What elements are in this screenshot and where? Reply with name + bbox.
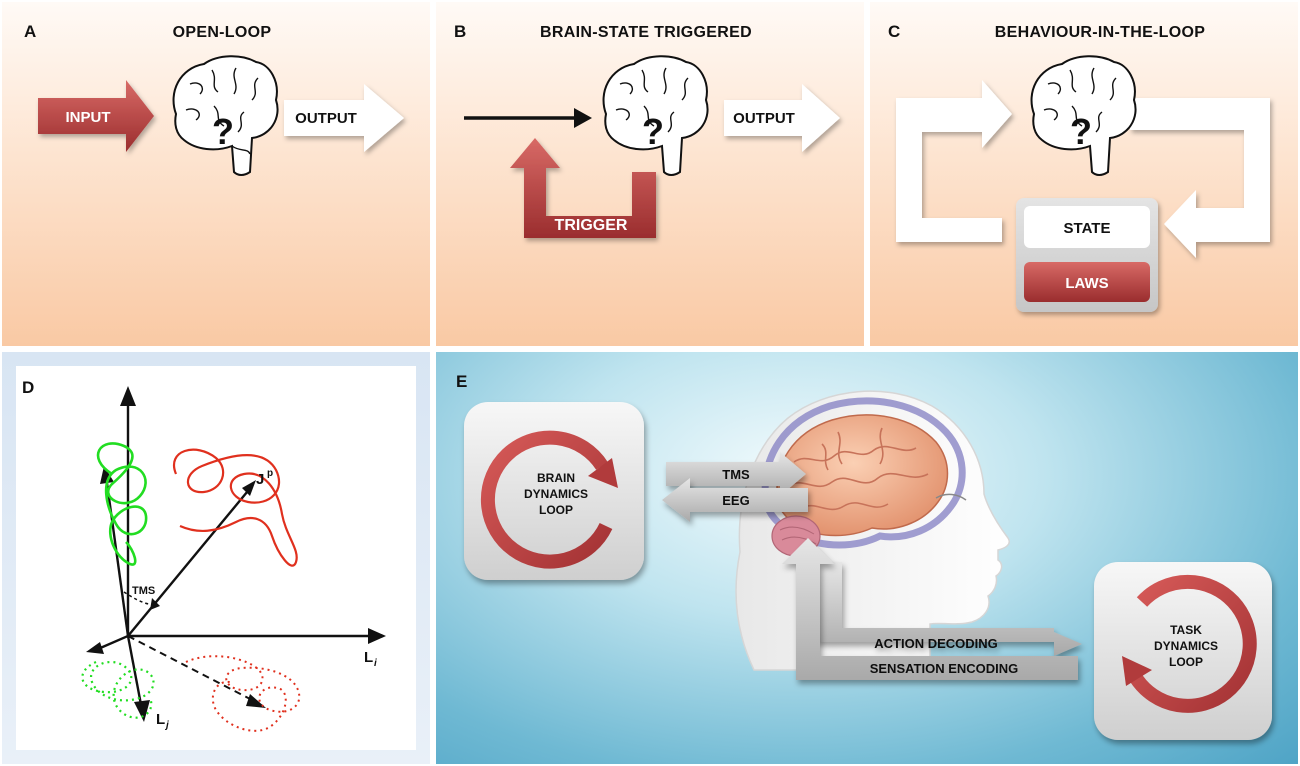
li-label: L i: [364, 649, 377, 669]
open-loop-diagram: INPUT ? OUTPUT: [38, 55, 404, 176]
tms-label: TMS: [722, 467, 750, 482]
panel-c: C BEHAVIOUR-IN-THE-LOOP ? S: [870, 2, 1298, 346]
task-loop-arrow-icon: [1130, 574, 1257, 713]
left-loop-arrow: [896, 80, 1012, 242]
panel-label-b: B: [454, 22, 467, 41]
task-loop-line-2: DYNAMICS: [1154, 639, 1218, 653]
input-label: INPUT: [66, 109, 111, 126]
axes: [97, 400, 374, 711]
action-decoding-label: ACTION DECODING: [874, 636, 998, 651]
svg-text:j: j: [164, 720, 169, 731]
closed-loop-diagram: TMS EEG ACTION DECODING SENSATION ENCODI…: [464, 390, 1272, 740]
question-mark: ?: [212, 111, 234, 152]
brain-loop-line-1: BRAIN: [537, 471, 575, 485]
output-arrow: OUTPUT: [284, 84, 404, 152]
input-arrow: INPUT: [38, 80, 154, 152]
tms-arrow: TMS: [666, 452, 806, 496]
question-mark: ?: [1070, 111, 1092, 152]
eye: [935, 493, 967, 501]
jp-label: J p: [256, 468, 273, 488]
panel-title-c: BEHAVIOUR-IN-THE-LOOP: [994, 24, 1206, 41]
brain-icon: ?: [1030, 55, 1137, 176]
panel-label-d: D: [22, 378, 35, 397]
brain-icon: ?: [172, 55, 279, 176]
right-loop-arrow: [1130, 98, 1270, 258]
sensation-encoding-arrow: SENSATION ENCODING: [782, 538, 1078, 680]
action-decoding-arrow: ACTION DECODING: [816, 562, 1082, 656]
output-arrow: OUTPUT: [724, 84, 840, 152]
red-trajectory: [173, 448, 298, 567]
panel-e: E: [436, 352, 1298, 764]
eeg-label: EEG: [722, 493, 749, 508]
green-trajectory: [96, 442, 148, 566]
task-dynamics-loop-tile: TASK DYNAMICS LOOP: [1094, 562, 1272, 740]
panel-label-a: A: [24, 22, 37, 41]
question-mark: ?: [642, 111, 664, 152]
panel-label-e: E: [456, 372, 468, 391]
sensation-encoding-label: SENSATION ENCODING: [870, 661, 1019, 676]
panel-a: A OPEN-LOOP INPUT ? OUTPUT: [2, 2, 430, 346]
laws-label: LAWS: [1065, 275, 1108, 292]
panel-title-a: OPEN-LOOP: [172, 24, 272, 41]
trigger-loop-arrow: TRIGGER: [510, 138, 656, 238]
output-label: OUTPUT: [295, 110, 357, 127]
panel-b: B BRAIN-STATE TRIGGERED TRIGGER ? OUTPUT: [436, 2, 864, 346]
eeg-arrow: EEG: [662, 478, 808, 522]
svg-text:J: J: [256, 471, 264, 488]
tms-label: TMS: [132, 585, 155, 597]
brain-state-triggered-diagram: TRIGGER ? OUTPUT: [464, 55, 840, 238]
brain-loop-line-3: LOOP: [539, 503, 573, 517]
black-input-arrow: [464, 108, 592, 128]
panel-title-b: BRAIN-STATE TRIGGERED: [540, 24, 752, 41]
svg-text:L: L: [156, 711, 165, 728]
state-space-plot: D: [16, 366, 416, 750]
brain-icon: ?: [602, 55, 709, 176]
panel-d: D: [2, 352, 430, 764]
svg-text:p: p: [267, 468, 273, 479]
lj-label: L j: [156, 711, 169, 731]
brain-loop-arrow-icon: [480, 430, 613, 569]
task-loop-line-3: LOOP: [1169, 655, 1203, 669]
panel-label-c: C: [888, 22, 901, 41]
svg-text:L: L: [364, 649, 373, 666]
state-laws-box: STATE LAWS: [1016, 198, 1158, 312]
behaviour-in-the-loop-diagram: ? STATE LAWS: [896, 55, 1270, 312]
green-dotted-trajectory: [81, 660, 155, 719]
svg-text:i: i: [374, 658, 377, 669]
output-label: OUTPUT: [733, 110, 795, 127]
state-label: STATE: [1064, 220, 1111, 237]
brain-dynamics-loop-tile: BRAIN DYNAMICS LOOP: [464, 402, 644, 580]
red-dotted-trajectory: [185, 655, 301, 732]
state-space-svg: TMS J p L i L j: [81, 386, 386, 732]
trigger-label: TRIGGER: [555, 217, 628, 234]
task-loop-line-1: TASK: [1170, 623, 1202, 637]
brain-loop-line-2: DYNAMICS: [524, 487, 588, 501]
